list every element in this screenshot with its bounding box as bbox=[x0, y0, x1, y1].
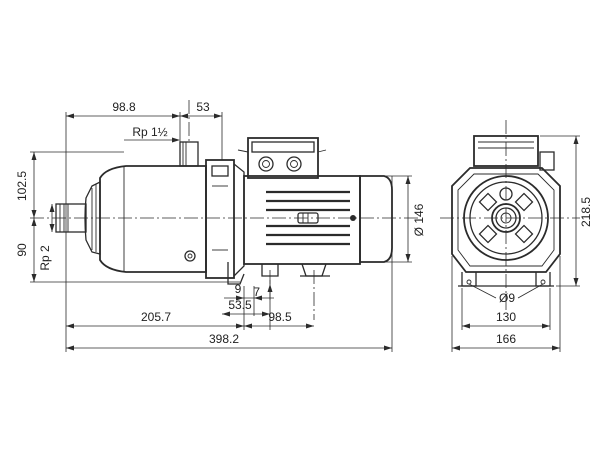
end-feet bbox=[458, 272, 554, 287]
end-inlet bbox=[491, 203, 521, 233]
dim-dia-9: Ø9 bbox=[499, 291, 515, 305]
dim-7: 7 bbox=[253, 285, 260, 299]
cable-gland-2 bbox=[286, 156, 302, 172]
discharge-nozzle bbox=[179, 141, 199, 167]
dim-98-5: 98.5 bbox=[268, 310, 292, 324]
suction-nozzle bbox=[55, 203, 87, 233]
end-flange bbox=[463, 175, 549, 261]
side-view bbox=[30, 100, 420, 320]
dim-218-5: 218.5 bbox=[579, 197, 593, 227]
dim-9: 9 bbox=[235, 282, 242, 296]
motor-body bbox=[243, 175, 361, 265]
dim-398-2: 398.2 bbox=[209, 332, 239, 346]
pump-feet bbox=[227, 262, 330, 285]
cable-gland-1 bbox=[258, 156, 274, 172]
dim-205-7: 205.7 bbox=[141, 310, 171, 324]
end-view bbox=[440, 120, 580, 310]
lantern-bracket bbox=[205, 159, 245, 279]
dim-130: 130 bbox=[496, 310, 516, 324]
motor-bolt bbox=[350, 215, 356, 221]
end-housing bbox=[451, 167, 561, 273]
end-cable-gland bbox=[539, 151, 555, 171]
dim-166: 166 bbox=[496, 332, 516, 346]
terminal-box bbox=[237, 137, 327, 179]
pump-barrel bbox=[99, 165, 207, 273]
end-terminal-box bbox=[473, 135, 555, 171]
end-dimensions: 218.5 Ø9 130 166 bbox=[451, 135, 593, 352]
label-rp-1-5: Rp 1½ bbox=[132, 125, 167, 139]
fan-cover bbox=[359, 175, 393, 263]
side-dimensions: 98.8 53 Rp 1½ 102.5 90 Rp 2 Ø 146 9 bbox=[15, 100, 426, 352]
dim-53-5: 53.5 bbox=[228, 298, 252, 312]
dim-98-8: 98.8 bbox=[112, 100, 136, 114]
dim-90: 90 bbox=[15, 243, 29, 257]
drain-plug bbox=[184, 250, 196, 262]
label-rp-2: Rp 2 bbox=[38, 245, 52, 271]
dim-53-top: 53 bbox=[196, 100, 210, 114]
dim-102-5: 102.5 bbox=[15, 171, 29, 201]
dim-dia-146: Ø 146 bbox=[412, 203, 426, 236]
